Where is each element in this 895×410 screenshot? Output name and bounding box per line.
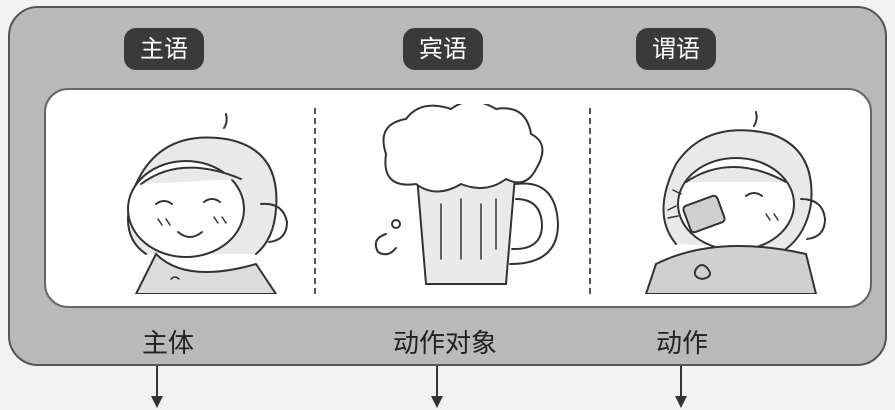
badge-subject: 主语 [124, 28, 204, 70]
badge-predicate: 谓语 [636, 28, 716, 70]
badge-object: 宾语 [403, 28, 483, 70]
caption-subject: 主体 [141, 329, 194, 359]
arrow-down-icon [431, 366, 443, 408]
arrow-down-icon [151, 366, 163, 408]
drinking-girl-icon [644, 111, 827, 294]
smiling-girl-icon [127, 113, 289, 294]
divider-left [314, 108, 316, 294]
divider-right [589, 108, 591, 294]
beer-mug-icon [374, 104, 560, 285]
caption-object: 动作对象 [392, 329, 497, 359]
outer-panel: 主语 宾语 谓语 [8, 6, 887, 366]
illustration-panel [44, 88, 872, 308]
caption-predicate: 动作 [655, 329, 708, 359]
arrow-down-icon [675, 366, 687, 408]
